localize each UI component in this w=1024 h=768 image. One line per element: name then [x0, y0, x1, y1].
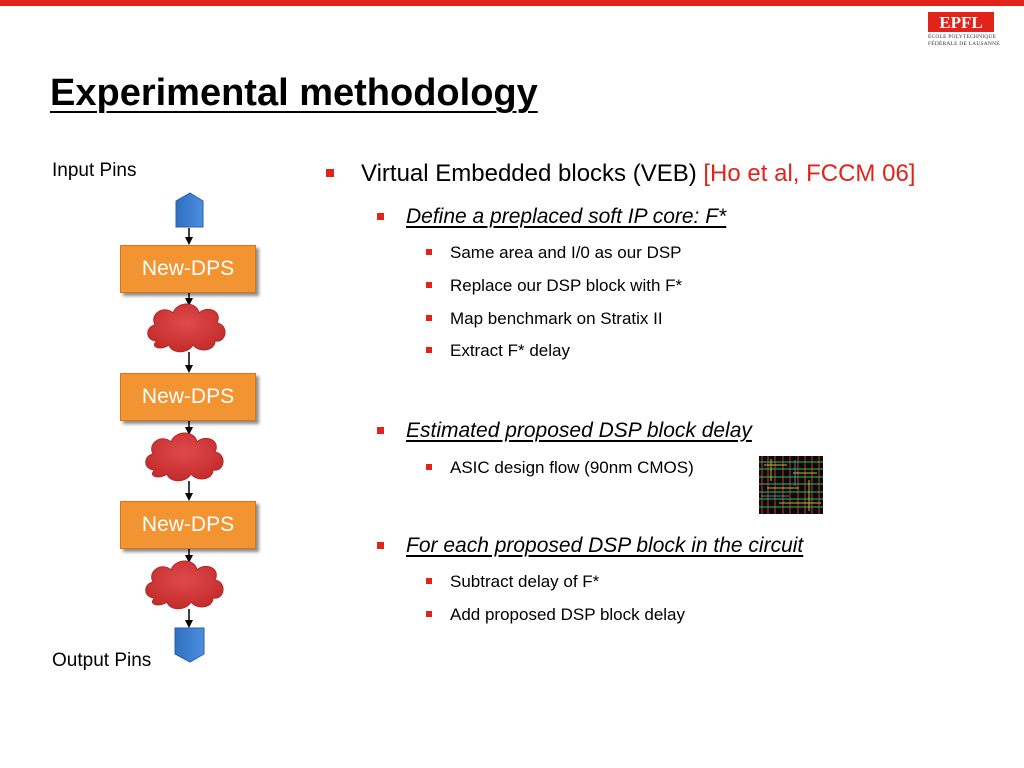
top-accent-bar	[0, 0, 1024, 6]
dps-block-2: New-DPS	[120, 373, 256, 421]
output-pins-label: Output Pins	[52, 650, 152, 671]
bullet-marker	[426, 282, 432, 288]
bullet-marker	[426, 347, 432, 353]
bullet-marker	[377, 427, 384, 434]
epfl-logo-mark: EPFL	[928, 12, 994, 32]
estimate-item-1: ASIC design flow (90nm CMOS)	[450, 458, 694, 477]
cloud-icon-2	[145, 432, 224, 482]
slide-title: Experimental methodology	[50, 72, 538, 114]
logo-line-2: FÉDÉRALE DE LAUSANNE	[928, 41, 1000, 47]
input-pin-icon	[175, 192, 204, 228]
define-item-1: Same area and I/0 as our DSP	[450, 243, 682, 262]
each-item-2: Add proposed DSP block delay	[450, 605, 686, 624]
epfl-logo: EPFL ÉCOLE POLYTECHNIQUE FÉDÉRALE DE LAU…	[928, 12, 1000, 48]
bullet-marker	[326, 169, 334, 177]
logo-line-1: ÉCOLE POLYTECHNIQUE	[928, 34, 997, 40]
output-pin-icon	[174, 627, 205, 663]
bullet-marker	[426, 249, 432, 255]
bullet-marker	[426, 611, 432, 617]
each-item-1: Subtract delay of F*	[450, 572, 600, 591]
asic-layout-graphic	[759, 456, 823, 514]
bullet-marker	[426, 578, 432, 584]
bullet-marker	[377, 542, 384, 549]
input-pins-label: Input Pins	[52, 160, 137, 181]
cloud-icon-3	[145, 560, 224, 610]
dps-block-3: New-DPS	[120, 501, 256, 549]
each-heading: For each proposed DSP block in the circu…	[406, 534, 804, 557]
bullet-marker	[426, 464, 432, 470]
bullet-marker	[426, 315, 432, 321]
define-heading: Define a preplaced soft IP core: F*	[406, 205, 727, 228]
dps-block-1: New-DPS	[120, 245, 256, 293]
bullet-marker	[377, 213, 384, 220]
cloud-icon-1	[147, 303, 226, 353]
define-item-4: Extract F* delay	[450, 341, 570, 360]
veb-text: Virtual Embedded blocks (VEB)	[361, 160, 697, 187]
estimate-heading: Estimated proposed DSP block delay	[406, 419, 752, 442]
veb-citation: [Ho et al, FCCM 06]	[703, 160, 916, 187]
bullet-veb: Virtual Embedded blocks (VEB) [Ho et al,…	[361, 160, 915, 188]
logo-mark-text: EPFL	[939, 13, 982, 32]
asic-layout-image	[759, 456, 823, 514]
define-item-3: Map benchmark on Stratix II	[450, 309, 663, 328]
define-item-2: Replace our DSP block with F*	[450, 276, 683, 295]
